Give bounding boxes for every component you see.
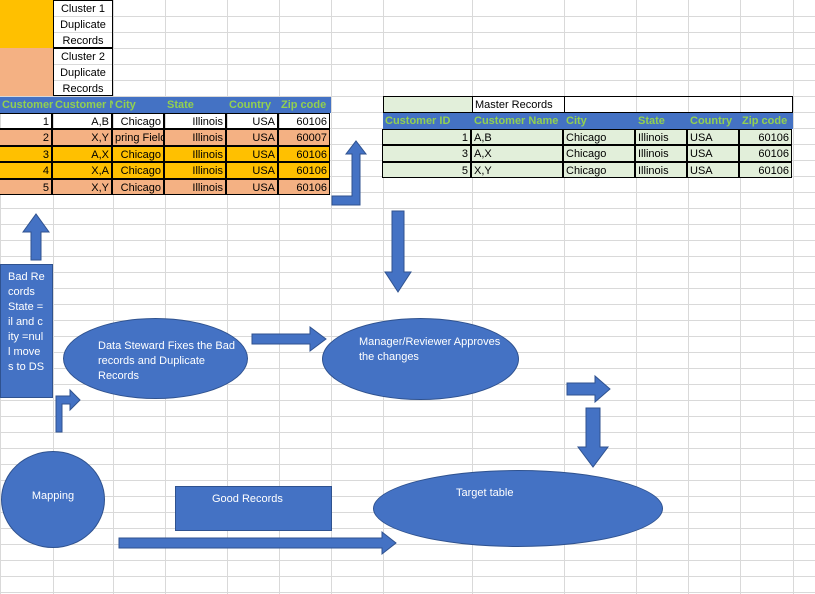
master-header-2: City — [564, 113, 636, 129]
source-cell: 60106 — [278, 113, 330, 130]
source-cell: 1 — [0, 113, 52, 130]
cluster2-swatch — [0, 48, 53, 96]
good-records-box: Good Records — [175, 486, 332, 531]
master-cell: 1 — [382, 129, 471, 146]
source-cell: 60106 — [278, 162, 330, 179]
source-cell: X,Y — [52, 178, 112, 195]
source-header-1: Customer N — [53, 97, 113, 113]
master-header-4: Country — [688, 113, 740, 129]
source-cell: Illinois — [164, 178, 226, 195]
source-cell: USA — [226, 178, 278, 195]
source-cell: A,B — [52, 113, 112, 130]
source-cell: Illinois — [164, 113, 226, 130]
master-cell: 60106 — [739, 145, 792, 162]
bad-records-note: Bad Records State =il and city =null mov… — [0, 264, 53, 398]
cluster1-swatch — [0, 0, 53, 48]
master-cell: A,B — [471, 129, 563, 146]
cluster1-label: Cluster 1 Duplicate Records — [53, 0, 113, 48]
target-table-ellipse: Target table — [373, 470, 663, 547]
master-cell: X,Y — [471, 161, 563, 178]
master-cell: 3 — [382, 145, 471, 162]
master-title-blank — [383, 96, 473, 113]
master-header-0: Customer ID — [383, 113, 472, 129]
master-header-5: Zip code — [740, 113, 793, 129]
source-cell: USA — [226, 113, 278, 130]
master-header-3: State — [636, 113, 688, 129]
source-header-0: Customer — [0, 97, 53, 113]
master-cell: Chicago — [563, 145, 635, 162]
cluster2-label: Cluster 2 Duplicate Records — [53, 48, 113, 96]
mapping-circle: Mapping — [1, 451, 105, 548]
master-title-blank-right — [564, 96, 793, 113]
master-cell: Illinois — [635, 129, 687, 146]
master-cell: Chicago — [563, 161, 635, 178]
source-cell: 3 — [0, 145, 52, 163]
master-records-title: Master Records — [472, 96, 565, 113]
data-steward-ellipse: Data Steward Fixes the Bad records and D… — [63, 318, 248, 399]
source-cell: Illinois — [164, 129, 226, 146]
source-cell: 5 — [0, 178, 52, 195]
source-cell: Chicago — [112, 145, 164, 163]
source-cell: 60007 — [278, 129, 330, 146]
source-cell: Chicago — [112, 178, 164, 195]
source-header-5: Zip code — [279, 97, 331, 113]
source-cell: pring Field — [112, 129, 164, 146]
source-header-4: Country — [227, 97, 279, 113]
source-cell: 60106 — [278, 178, 330, 195]
master-cell: 60106 — [739, 161, 792, 178]
master-cell: Illinois — [635, 145, 687, 162]
source-cell: USA — [226, 145, 278, 163]
master-cell: A,X — [471, 145, 563, 162]
master-header-1: Customer Name — [472, 113, 564, 129]
source-cell: 60106 — [278, 145, 330, 163]
source-header-3: State — [165, 97, 227, 113]
source-cell: 4 — [0, 162, 52, 179]
source-header-2: City — [113, 97, 165, 113]
master-cell: USA — [687, 129, 739, 146]
source-cell: Chicago — [112, 162, 164, 179]
source-cell: X,Y — [52, 129, 112, 146]
source-cell: X,A — [52, 162, 112, 179]
master-cell: Chicago — [563, 129, 635, 146]
source-cell: Chicago — [112, 113, 164, 130]
source-cell: Illinois — [164, 162, 226, 179]
master-cell: USA — [687, 161, 739, 178]
master-cell: 60106 — [739, 129, 792, 146]
source-cell: USA — [226, 129, 278, 146]
master-cell: 5 — [382, 161, 471, 178]
master-cell: Illinois — [635, 161, 687, 178]
source-cell: Illinois — [164, 145, 226, 163]
source-cell: USA — [226, 162, 278, 179]
source-cell: A,X — [52, 145, 112, 163]
source-cell: 2 — [0, 129, 52, 146]
manager-reviewer-ellipse: Manager/Reviewer Approves the changes — [322, 318, 519, 400]
master-cell: USA — [687, 145, 739, 162]
